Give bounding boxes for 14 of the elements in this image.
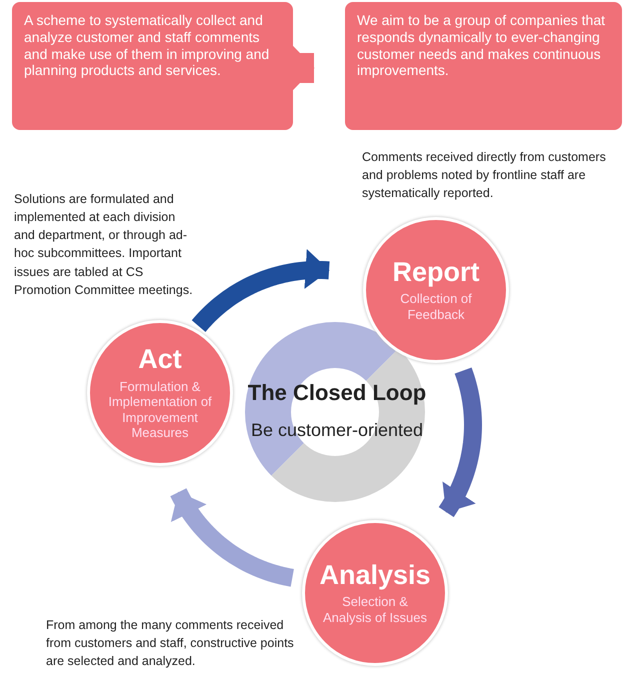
- heading: Act: [138, 344, 182, 375]
- subtitle: Formulation & Implementation of Improvement Measures: [107, 378, 213, 442]
- subtitle: Collection of Feedback: [399, 291, 473, 322]
- note-text: Comments received directly from customers and problems noted by frontline staff are systematically reported.: [362, 149, 607, 202]
- arrow: [438, 365, 482, 518]
- note-text: Solutions are formulated and implemented at each division and department, or through ad-hoc subcommittees. Important issues are tabled at CS Promotion Committee meetings.: [14, 191, 194, 299]
- heading: Analysis: [319, 560, 431, 590]
- subtitle: Be customer-oriented: [250, 420, 424, 440]
- text-box: We aim to be a group of companies that responds dynamically to ever-changing customer needs and makes continuous improvements.: [345, 2, 622, 130]
- note-text: From among the many comments received from customers and staff, constructive points are selected and analyzed.: [46, 617, 295, 670]
- text-box: A scheme to systematically collect and analyze customer and staff comments and make use of them in improving and planning products and services.: [12, 2, 293, 130]
- subtitle: Selection & Analysis of Issues: [322, 594, 428, 626]
- heading: The Closed Loop: [248, 380, 426, 406]
- heading: Report: [392, 258, 480, 288]
